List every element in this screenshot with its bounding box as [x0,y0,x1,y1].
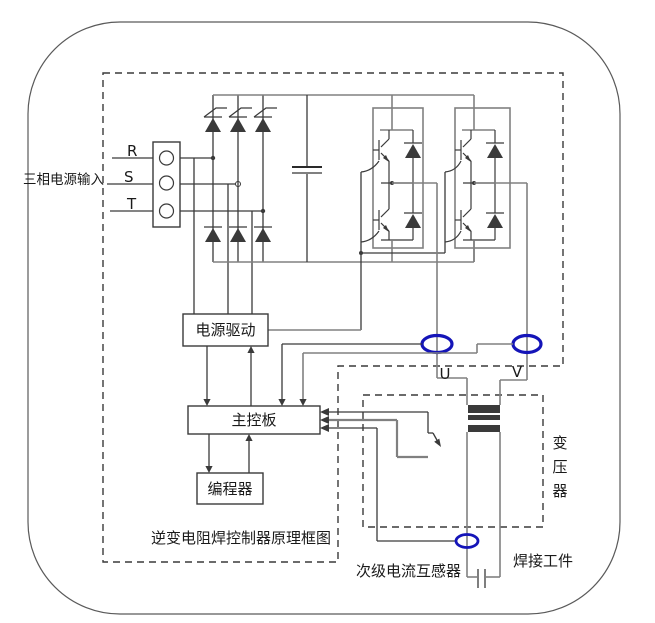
diagram-caption: 逆变电阻焊控制器原理框图 [151,529,331,547]
block-arrows [203,346,255,473]
igbt-1a-diode-icon [403,142,423,159]
welding-transformer [466,405,501,588]
phase-s-label: S [124,168,134,186]
igbt-1b-diode-icon [403,212,423,229]
scr-3-icon [253,107,278,133]
igbt-module-1 [360,95,424,262]
phase-t-label: T [126,195,137,213]
svg-text:压: 压 [552,458,567,476]
main-board-io-wires [320,408,456,542]
power-drive-label: 电源驱动 [195,321,255,339]
svg-text:器: 器 [552,482,567,500]
terminal-t [158,203,175,219]
rectifier-bridge [203,95,278,262]
controller-dashed-boundary [102,72,564,563]
igbt-2a-icon [454,129,472,171]
igbt-1b-icon [372,199,390,241]
terminal-s [158,175,175,191]
terminal-u-label: U [440,365,451,383]
main-control-board-block: 主控板 [187,405,321,435]
three-phase-input-section: 三相电源输入 R S T [23,142,153,213]
phase-r-label: R [127,142,137,160]
scr-1-icon [203,107,228,133]
igbt-module-2 [444,95,511,262]
diode-2-icon [228,226,248,243]
igbt-2a-diode-icon [485,142,505,159]
programmer-block: 编程器 [196,472,264,505]
power-drive-block: 电源驱动 [182,313,269,347]
terminal-block [152,141,181,228]
igbt-2b-diode-icon [485,212,505,229]
inverter-output-wires [392,182,528,405]
main-control-board-label: 主控板 [231,411,276,429]
phase-wires [180,155,266,314]
secondary-current-transformer-icon [454,533,480,549]
igbt-2b-icon [454,199,472,241]
programmer-label: 编程器 [207,480,252,498]
ct-feedback-wires [278,343,513,406]
transformer-dashed-box [362,394,544,528]
scr-2-icon [228,107,253,133]
three-phase-input-label: 三相电源输入 [23,172,104,188]
diode-3-icon [253,226,273,243]
gate-drive-wires [268,172,446,331]
outer-enclosure [27,21,621,615]
diode-1-icon [203,226,223,243]
transformer-label: 变 压 器 [552,434,567,500]
terminal-v-label: V [512,363,523,381]
terminal-r [158,150,175,166]
svg-text:变: 变 [552,434,567,452]
weld-workpiece-label: 焊接工件 [513,552,573,570]
dc-capacitor-icon [292,95,322,262]
igbt-1a-icon [372,129,390,171]
secondary-ct-label: 次级电流互感器 [356,562,461,580]
